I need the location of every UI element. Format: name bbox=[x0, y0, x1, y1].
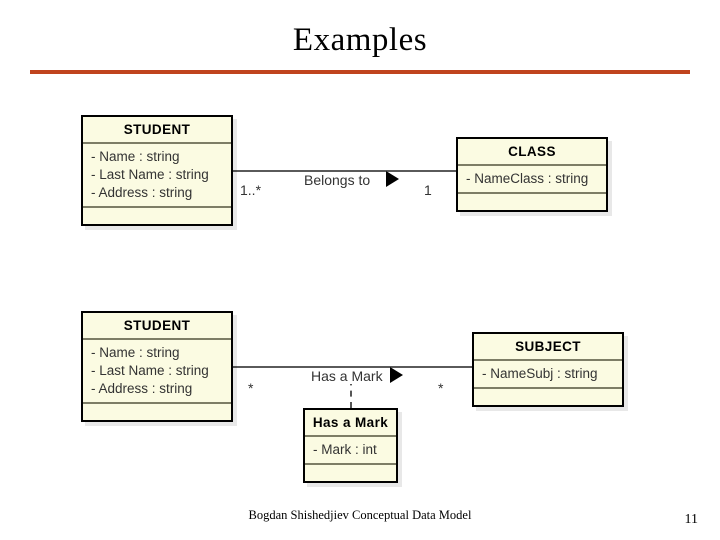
title-divider bbox=[30, 70, 690, 74]
uml-operation-compartment bbox=[458, 194, 606, 210]
uml-class-name: Has a Mark bbox=[305, 410, 396, 437]
uml-attribute-compartment: - Name : string - Last Name : string - A… bbox=[83, 144, 231, 208]
uml-class-student-2[interactable]: STUDENT - Name : string - Last Name : st… bbox=[81, 311, 233, 422]
uml-class-name: SUBJECT bbox=[474, 334, 622, 361]
uml-class-student-1[interactable]: STUDENT - Name : string - Last Name : st… bbox=[81, 115, 233, 226]
uml-class-name: CLASS bbox=[458, 139, 606, 166]
uml-class-name: STUDENT bbox=[83, 117, 231, 144]
association-class-dashed-link bbox=[350, 368, 352, 408]
uml-attribute-compartment: - NameSubj : string bbox=[474, 361, 622, 389]
association-line-has-a-mark bbox=[231, 366, 473, 368]
footer-credit: Bogdan Shishedjiev Conceptual Data Model bbox=[248, 508, 472, 522]
uml-attribute-compartment: - NameClass : string bbox=[458, 166, 606, 194]
uml-class-class[interactable]: CLASS - NameClass : string bbox=[456, 137, 608, 212]
uml-operation-compartment bbox=[83, 208, 231, 224]
uml-operation-compartment bbox=[474, 389, 622, 405]
association-line-belongs-to bbox=[231, 170, 457, 172]
uml-attribute: - Address : string bbox=[91, 381, 193, 396]
multiplicity-source: * bbox=[248, 380, 254, 396]
uml-attribute: - Mark : int bbox=[313, 442, 377, 457]
uml-attribute: - Name : string bbox=[91, 149, 180, 164]
uml-attribute: - Last Name : string bbox=[91, 363, 209, 378]
page-number: 11 bbox=[684, 512, 698, 527]
association-direction-triangle-icon bbox=[386, 171, 399, 187]
uml-attribute: - NameClass : string bbox=[466, 171, 589, 186]
uml-operation-compartment bbox=[305, 465, 396, 481]
uml-class-name: STUDENT bbox=[83, 313, 231, 340]
multiplicity-source: 1..* bbox=[240, 182, 262, 198]
uml-class-subject[interactable]: SUBJECT - NameSubj : string bbox=[472, 332, 624, 407]
uml-attribute-compartment: - Mark : int bbox=[305, 437, 396, 465]
uml-attribute-compartment: - Name : string - Last Name : string - A… bbox=[83, 340, 231, 404]
uml-attribute: - Name : string bbox=[91, 345, 180, 360]
multiplicity-target: 1 bbox=[424, 182, 432, 198]
association-label-has-a-mark: Has a Mark bbox=[308, 368, 386, 384]
uml-association-class-has-a-mark[interactable]: Has a Mark - Mark : int bbox=[303, 408, 398, 483]
uml-attribute: - Last Name : string bbox=[91, 167, 209, 182]
association-label-belongs-to: Belongs to bbox=[300, 172, 375, 188]
multiplicity-target: * bbox=[438, 380, 444, 396]
uml-operation-compartment bbox=[83, 404, 231, 420]
association-direction-triangle-icon bbox=[390, 367, 403, 383]
page-title: Examples bbox=[292, 22, 428, 58]
uml-attribute: - Address : string bbox=[91, 185, 193, 200]
uml-attribute: - NameSubj : string bbox=[482, 366, 598, 381]
